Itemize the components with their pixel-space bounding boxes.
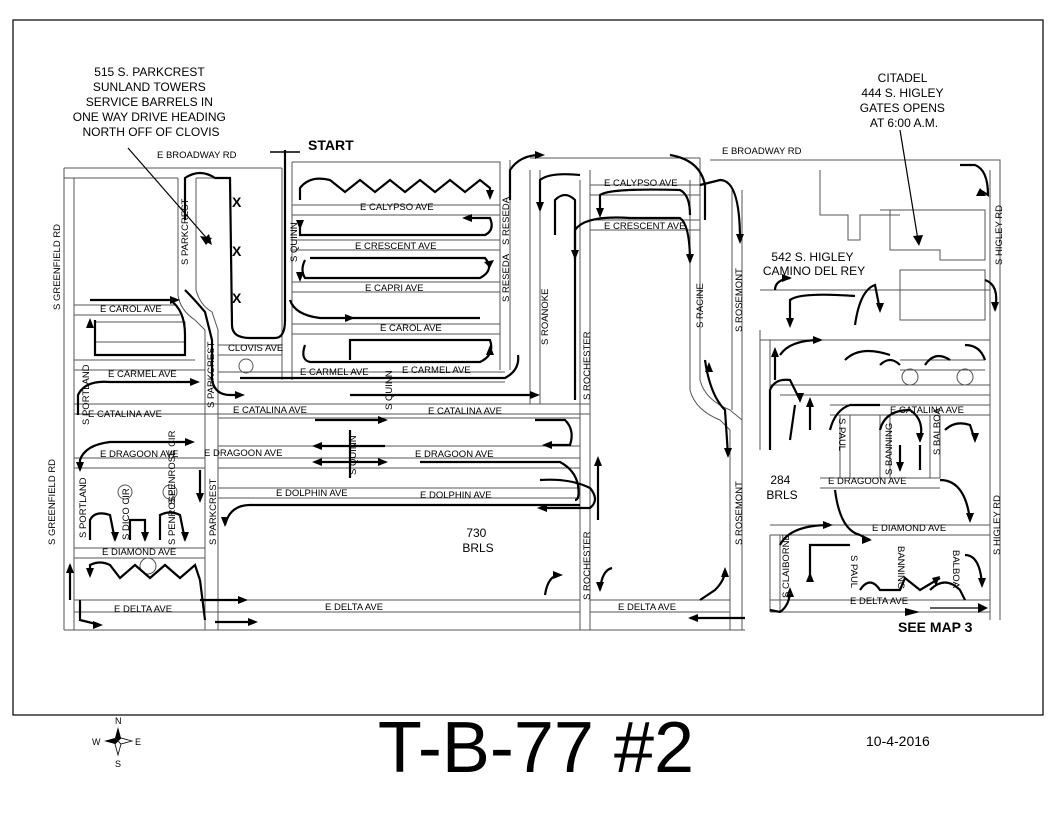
annotations: 515 S. PARKCREST SUNLAND TOWERS SERVICE … [73,65,973,635]
street-label: E CRESCENT AVE [604,221,685,232]
note-citadel: CITADEL 444 S. HIGLEY GATES OPENS AT 6:0… [860,71,948,130]
street-label: S BANNING [884,423,895,475]
x-mark: X [232,194,242,210]
street-label: E CATALINA AVE [233,405,307,416]
street-label: E CRESCENT AVE [355,241,436,252]
street-label: E CALYPSO AVE [360,202,434,213]
street-label: E DRAGOON AVE [415,449,493,460]
street-label: S QUINN [348,435,359,475]
street-label: E DRAGOON AVE [828,476,906,487]
street-label: E CATALINA AVE [428,406,502,417]
road-network [63,157,1001,631]
map-date: 10-4-2016 [866,733,930,749]
street-label: S PARKCREST [206,341,217,408]
svg-text:W: W [92,737,101,747]
map-frame [12,19,1044,716]
street-label: S PAUL [836,418,847,451]
x-mark: X [232,290,242,306]
svg-text:E: E [135,737,141,747]
map-title: T-B-77 #2 [378,708,694,788]
street-label: E DOLPHIN AVE [420,490,492,501]
street-label: S PARKCREST [180,198,191,265]
note-brls-284: 284 BRLS [766,473,797,502]
compass-rose-icon: N S E W [92,716,141,769]
street-label: E BROADWAY RD [722,146,802,157]
svg-text:N: N [115,716,122,726]
route-arrows [66,151,999,629]
street-label: S QUINN [289,222,300,262]
street-label: CLOVIS AVE [228,343,283,354]
street-label: S RESEDA [501,253,512,302]
street-label: S RESEDA [501,196,512,245]
collection-route [68,150,998,627]
street-label: S ROSEMONT [734,481,745,545]
x-mark: X [232,243,242,259]
street-label: E BROADWAY RD [157,150,237,161]
street-label: BANNING [895,546,906,589]
street-label: BALBOA [950,550,961,589]
street-label: S QUINN [384,370,395,410]
street-label: S GREENFIELD RD [52,224,63,310]
street-labels: E BROADWAY RD E BROADWAY RD E CALYPSO AV… [47,146,1005,615]
street-label: S ROANOKE [540,289,551,346]
street-label: S PENROSE CIR [167,430,178,505]
street-label: S HIGLEY RD [994,205,1005,265]
street-label: S HIGLEY RD [992,495,1003,555]
street-label: E DELTA AVE [325,602,383,613]
street-label: S PORTLAND [81,364,92,425]
street-label: S GREENFIELD RD [47,459,58,545]
street-label: S PARKCREST [208,478,219,545]
street-label: E CAROL AVE [380,323,442,334]
street-label: S BALBOA [932,407,943,455]
street-label: E DOLPHIN AVE [276,488,348,499]
street-label: E DRAGOON AVE [100,449,178,460]
street-label: S ROSEMONT [734,268,745,332]
street-label: E DIAMOND AVE [102,547,176,558]
street-label: E CARMEL AVE [300,367,369,378]
note-brls-730: 730 BRLS [462,526,493,555]
street-label: E CAPRI AVE [365,283,423,294]
street-label: E DIAMOND AVE [872,523,946,534]
street-label: S PORTLAND [78,477,89,538]
street-label: E CAROL AVE [100,304,162,315]
street-label: E DRAGOON AVE [204,448,282,459]
street-label: E CALYPSO AVE [604,178,678,189]
see-map-label: SEE MAP 3 [898,619,973,635]
street-label: E CARMEL AVE [108,369,177,380]
street-label: S PENROSE [167,490,178,545]
street-label: E DELTA AVE [850,596,908,607]
street-label: E CARMEL AVE [402,365,471,376]
street-label: E CATALINA AVE [88,409,162,420]
svg-text:S: S [115,759,121,769]
street-label: S DICO CIR [121,488,132,540]
street-label: S ROCHESTER [582,331,593,400]
street-label: S ROCHESTER [582,531,593,600]
street-label: S CLAIBORNE [781,534,792,598]
street-label: E DELTA AVE [618,602,676,613]
note-camino: 542 S. HIGLEY CAMINO DEL REY [763,250,865,278]
start-label: START [308,137,354,153]
street-label: E CATALINA AVE [890,405,964,416]
street-label: S PAUL [848,555,859,588]
street-label: E DELTA AVE [114,604,172,615]
street-label: S RACINE [695,283,706,328]
note-parkcrest: 515 S. PARKCREST SUNLAND TOWERS SERVICE … [73,65,229,139]
note-pointers [127,129,988,613]
